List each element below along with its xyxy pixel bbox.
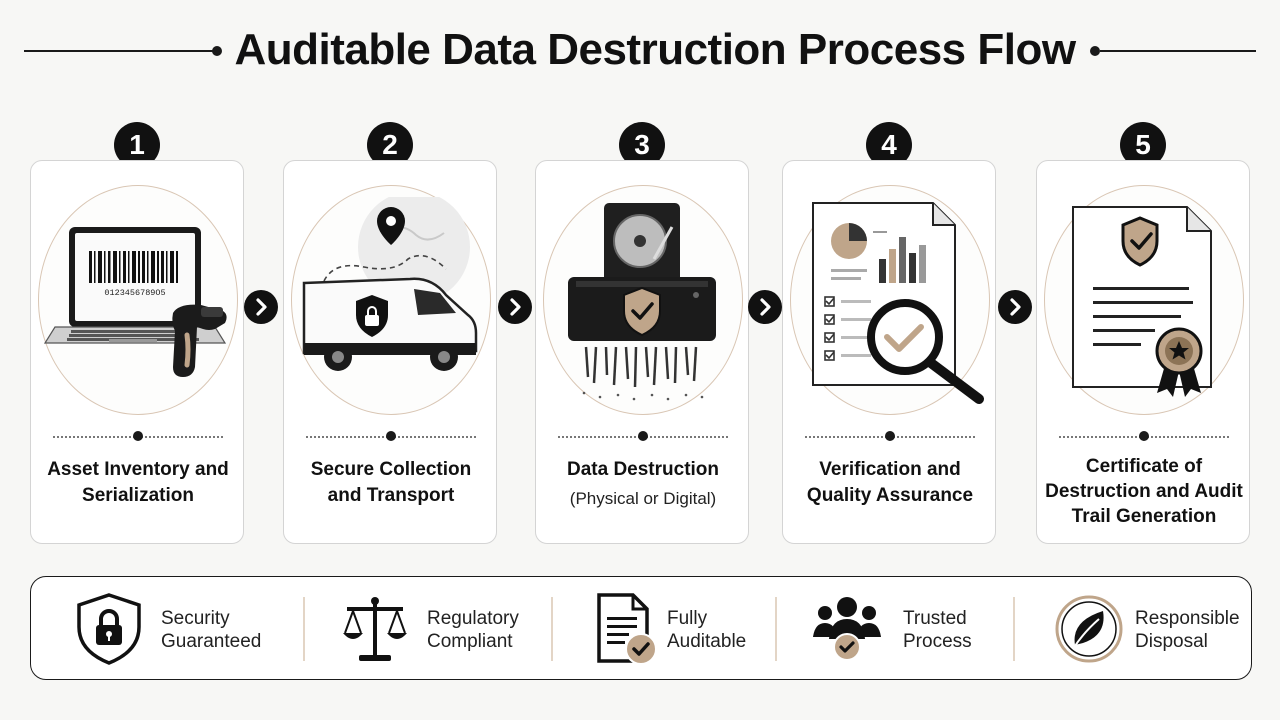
- feature-regulatory-line1: Regulatory: [427, 608, 519, 629]
- step-3-label: Data Destruction: [566, 459, 720, 480]
- chevron-right-icon: [498, 290, 532, 324]
- leaf-icon: [1055, 595, 1123, 663]
- step-3-sublabel: (Physical or Digital): [569, 489, 717, 508]
- feature-auditable-line2: Auditable: [667, 631, 747, 652]
- feature-responsible: Responsible Disposal: [1135, 607, 1255, 653]
- feature-responsible-line2: Disposal: [1135, 631, 1208, 652]
- step-3-separator-dot: [638, 431, 648, 441]
- step-5-label: Certificate of Destruction and Audit Tra…: [1045, 456, 1243, 527]
- step-4-separator-dot: [885, 431, 895, 441]
- step-3-card: Data Destruction (Physical or Digital): [535, 160, 749, 544]
- feature-trusted-line1: Trusted: [903, 608, 967, 629]
- step-5-separator-dot: [1139, 431, 1149, 441]
- feature-responsible-line1: Responsible: [1135, 608, 1240, 629]
- feature-security-line2: Guaranteed: [161, 631, 262, 652]
- chevron-right-icon: [748, 290, 782, 324]
- step-1-label: Asset Inventory and Serialization: [47, 459, 229, 506]
- features-bar: Security Guaranteed Regulatory Compliant…: [30, 576, 1252, 680]
- title-rule-left: [24, 50, 214, 52]
- title-rule-dot-left: [212, 46, 222, 56]
- chevron-right-icon: [244, 290, 278, 324]
- step-1-separator-dot: [133, 431, 143, 441]
- feature-divider: [1013, 597, 1015, 661]
- laptop-barcode-scanner-icon: 0123456789O5: [43, 227, 227, 377]
- shield-lock-icon: [77, 593, 141, 665]
- document-check-icon: [597, 593, 657, 665]
- feature-trusted-line2: Process: [903, 631, 972, 652]
- secure-van-route-icon: [302, 197, 478, 371]
- step-2-card: Secure Collection and Transport: [283, 160, 497, 544]
- feature-divider: [303, 597, 305, 661]
- barcode-text: 0123456789O5: [104, 288, 165, 298]
- feature-auditable-line1: Fully: [667, 608, 708, 629]
- feature-regulatory-line2: Compliant: [427, 631, 513, 652]
- chevron-right-icon: [998, 290, 1032, 324]
- group-check-icon: [813, 597, 881, 661]
- feature-regulatory: Regulatory Compliant: [427, 607, 547, 653]
- hard-drive-shredder-icon: [568, 203, 716, 401]
- step-5-card: Certificate of Destruction and Audit Tra…: [1036, 160, 1250, 544]
- feature-divider: [551, 597, 553, 661]
- step-2-separator-dot: [386, 431, 396, 441]
- scales-icon: [343, 597, 407, 661]
- feature-auditable: Fully Auditable: [667, 607, 787, 653]
- title-rule-dot-right: [1090, 46, 1100, 56]
- step-4-label: Verification and Quality Assurance: [806, 459, 974, 506]
- page-title: Auditable Data Destruction Process Flow: [234, 25, 1076, 74]
- title-rule-right: [1100, 50, 1256, 52]
- feature-divider: [775, 597, 777, 661]
- step-2-label: Secure Collection and Transport: [310, 459, 472, 506]
- feature-trusted: Trusted Process: [903, 607, 1023, 653]
- report-magnifier-check-icon: [812, 202, 984, 404]
- step-4-card: Verification and Quality Assurance: [782, 160, 996, 544]
- title-row: Auditable Data Destruction Process Flow: [0, 22, 1280, 78]
- step-1-card: 0123456789O5 Asset Inventory and Seriali…: [30, 160, 244, 544]
- feature-security-line1: Security: [161, 608, 230, 629]
- certificate-seal-icon: [1072, 206, 1212, 397]
- feature-security: Security Guaranteed: [161, 607, 281, 653]
